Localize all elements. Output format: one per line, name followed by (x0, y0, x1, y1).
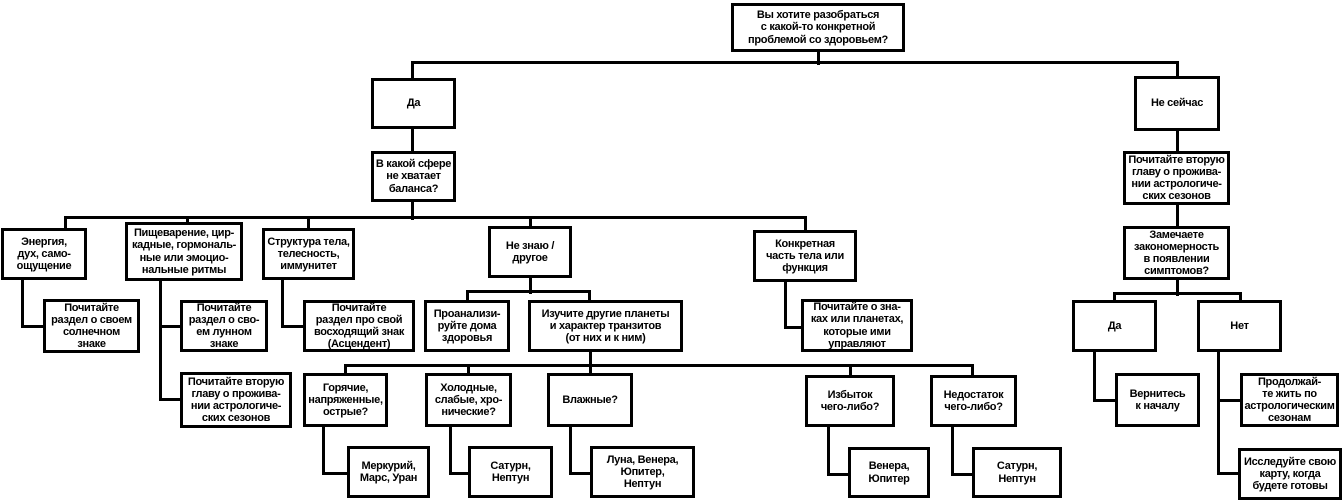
flowchart-node-saturn-neptune2: Сатурн, Нептун (972, 447, 1062, 498)
connector-line (159, 398, 183, 401)
connector-line (1176, 204, 1179, 229)
connector-line (589, 351, 592, 368)
connector-line (589, 364, 592, 376)
connector-line (159, 325, 183, 328)
connector-line (449, 426, 452, 475)
connector-line (1176, 130, 1179, 154)
flowchart-node-pattern: Замечаете закономерность в появлении сим… (1123, 226, 1230, 280)
connector-line (322, 472, 350, 475)
connector-line (784, 281, 787, 329)
flowchart-node-mercury-mars: Меркурий, Марс, Уран (347, 446, 430, 498)
connector-line (307, 216, 310, 231)
connector-line (449, 472, 471, 475)
connector-line (21, 279, 24, 328)
connector-line (804, 216, 807, 233)
connector-line (467, 364, 470, 376)
connector-line (466, 290, 591, 293)
flowchart-node-venus-jupiter: Венера, Юпитер (848, 447, 930, 498)
connector-line (322, 426, 325, 475)
connector-line (466, 290, 469, 302)
connector-line (529, 216, 532, 229)
flowchart-node-yes2: Да (1072, 300, 1157, 352)
connector-line (827, 426, 830, 476)
flowchart-node-digestion: Пищеварение, цир- кадные, гормональ- ные… (125, 222, 243, 281)
flowchart-node-not-now: Не сейчас (1134, 76, 1220, 131)
flowchart-node-no2: Нет (1197, 300, 1282, 352)
connector-line (1239, 292, 1242, 303)
flowchart-node-moon-venus: Луна, Венера, Юпитер, Нептун (590, 446, 695, 498)
flowchart-node-ascendant: Почитайте раздел про свой восходящий зна… (303, 300, 415, 352)
connector-line (1176, 279, 1179, 296)
flowchart-node-structure: Структура тела, телесность, иммунитет (262, 228, 355, 280)
flowchart-node-signs-planets: Почитайте о зна- ках или планетах, котор… (801, 299, 913, 352)
flowchart-node-restart: Вернитесь к началу (1115, 373, 1200, 427)
flowchart-node-sphere: В какой сфере не хватает баланса? (371, 151, 456, 202)
connector-line (569, 426, 572, 475)
connector-line (784, 326, 804, 329)
connector-line (64, 216, 67, 231)
connector-line (817, 51, 820, 65)
connector-line (344, 364, 974, 367)
flowchart-node-energy: Энергия, дух, само- ощущение (1, 228, 87, 280)
connector-line (588, 290, 591, 303)
connector-line (344, 364, 347, 376)
connector-line (21, 325, 46, 328)
flowchart-node-wet: Влажные? (547, 373, 633, 427)
connector-line (569, 472, 593, 475)
flowchart-node-houses: Проанализи- руйте дома здоровья (424, 300, 510, 352)
connector-line (951, 473, 975, 476)
connector-line (827, 473, 851, 476)
connector-line (1217, 399, 1243, 402)
connector-line (971, 364, 974, 378)
connector-line (64, 216, 807, 219)
flowchart-node-yes: Да (371, 78, 456, 129)
flowchart-node-deficiency: Недостаток чего-либо? (930, 375, 1017, 427)
connector-line (1176, 61, 1179, 78)
connector-line (186, 216, 189, 225)
flowchart-node-excess: Избыток чего-либо? (805, 375, 895, 427)
flowchart-node-explore-chart: Исследуйте свою карту, когда будете гото… (1238, 448, 1342, 500)
connector-line (1217, 472, 1241, 475)
connector-line (411, 61, 1179, 64)
connector-line (1113, 292, 1116, 302)
flowchart-node-cold: Холодные, слабые, хро- нические? (425, 373, 512, 427)
connector-line (159, 280, 162, 401)
connector-line (411, 201, 414, 220)
flowchart-node-start: Вы хотите разобраться с какой-то конкрет… (731, 3, 905, 52)
connector-line (951, 426, 954, 476)
flowchart-node-body-part: Конкретная часть тела или функция (753, 230, 857, 282)
flowchart-node-planets: Изучите другие планеты и характер транзи… (528, 300, 683, 352)
flowchart-node-read-seasons-right: Почитайте вторую главу о прожива- нии ас… (1123, 151, 1230, 205)
connector-line (411, 128, 414, 153)
connector-line (1093, 399, 1118, 402)
flowchart-node-read-seasons-left: Почитайте вторую главу о прожива- нии ас… (180, 372, 292, 428)
connector-line (1217, 351, 1220, 475)
connector-line (411, 61, 414, 80)
flowchart-node-sun-sign: Почитайте раздел о своем солнечном знаке (43, 299, 140, 353)
flowchart-node-unknown: Не знаю / другое (488, 226, 572, 278)
connector-line (281, 325, 306, 328)
flowchart-node-saturn-neptune1: Сатурн, Нептун (468, 446, 553, 498)
connector-line (849, 364, 852, 378)
flowchart-node-seasons-live: Продолжай- те жить по астрологическим се… (1240, 373, 1339, 427)
connector-line (1093, 351, 1096, 402)
connector-line (281, 279, 284, 328)
flowchart-node-moon-sign: Почитайте раздел о сво- ем лунном знаке (180, 300, 268, 352)
connector-line (529, 277, 532, 294)
connector-line (1113, 292, 1242, 295)
flowchart-node-hot: Горячие, напряженные, острые? (303, 373, 388, 427)
